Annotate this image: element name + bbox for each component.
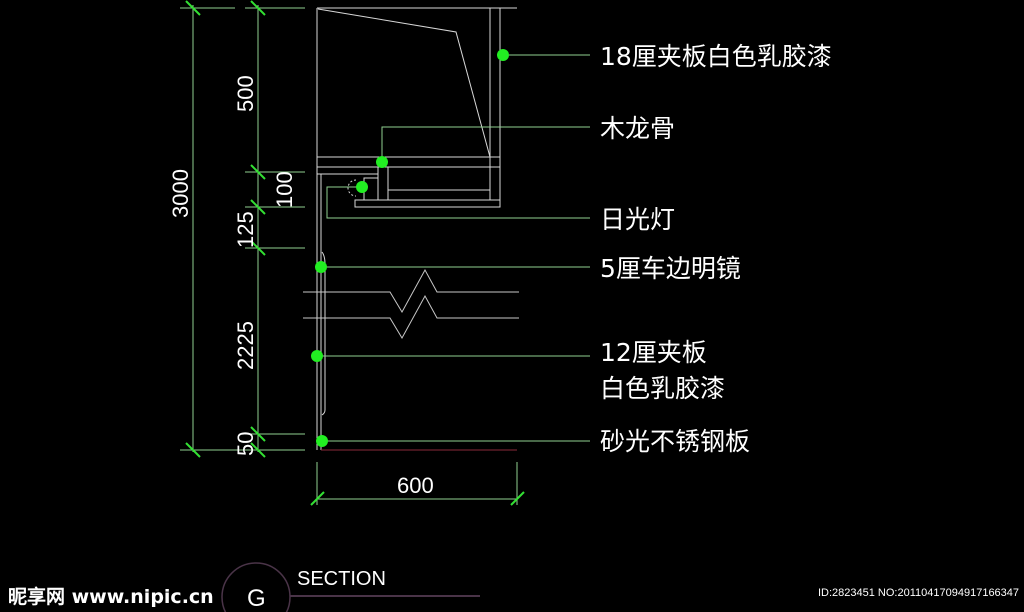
watermark-id: ID:2823451 NO:20110417094917166347 xyxy=(818,587,1019,599)
callout-mirror: 5厘车边明镜 xyxy=(600,254,741,283)
dim-2225: 2225 xyxy=(233,321,258,370)
dimension-lines xyxy=(180,0,525,506)
dim-50: 50 xyxy=(233,432,258,456)
dim-600: 600 xyxy=(397,473,434,498)
dim-500: 500 xyxy=(233,75,258,112)
section-label: SECTION xyxy=(297,568,386,590)
callout-white-latex: 白色乳胶漆 xyxy=(600,374,725,403)
section-outline xyxy=(303,7,519,451)
dim-125: 125 xyxy=(233,211,258,248)
dim-3000: 3000 xyxy=(168,169,193,218)
dim-100: 100 xyxy=(272,171,297,208)
callout-12mm-plywood: 12厘夹板 xyxy=(600,338,707,367)
section-tag xyxy=(221,562,480,612)
callout-wood-joist: 木龙骨 xyxy=(600,114,675,143)
callout-fluorescent-light: 日光灯 xyxy=(600,205,675,234)
watermark-site: 昵享网 www.nipic.cn xyxy=(8,585,214,608)
leader-lines xyxy=(311,49,590,447)
callout-18mm-plywood: 18厘夹板白色乳胶漆 xyxy=(600,42,832,71)
section-letter: G xyxy=(247,585,266,612)
callout-stainless-steel: 砂光不锈钢板 xyxy=(600,427,750,456)
